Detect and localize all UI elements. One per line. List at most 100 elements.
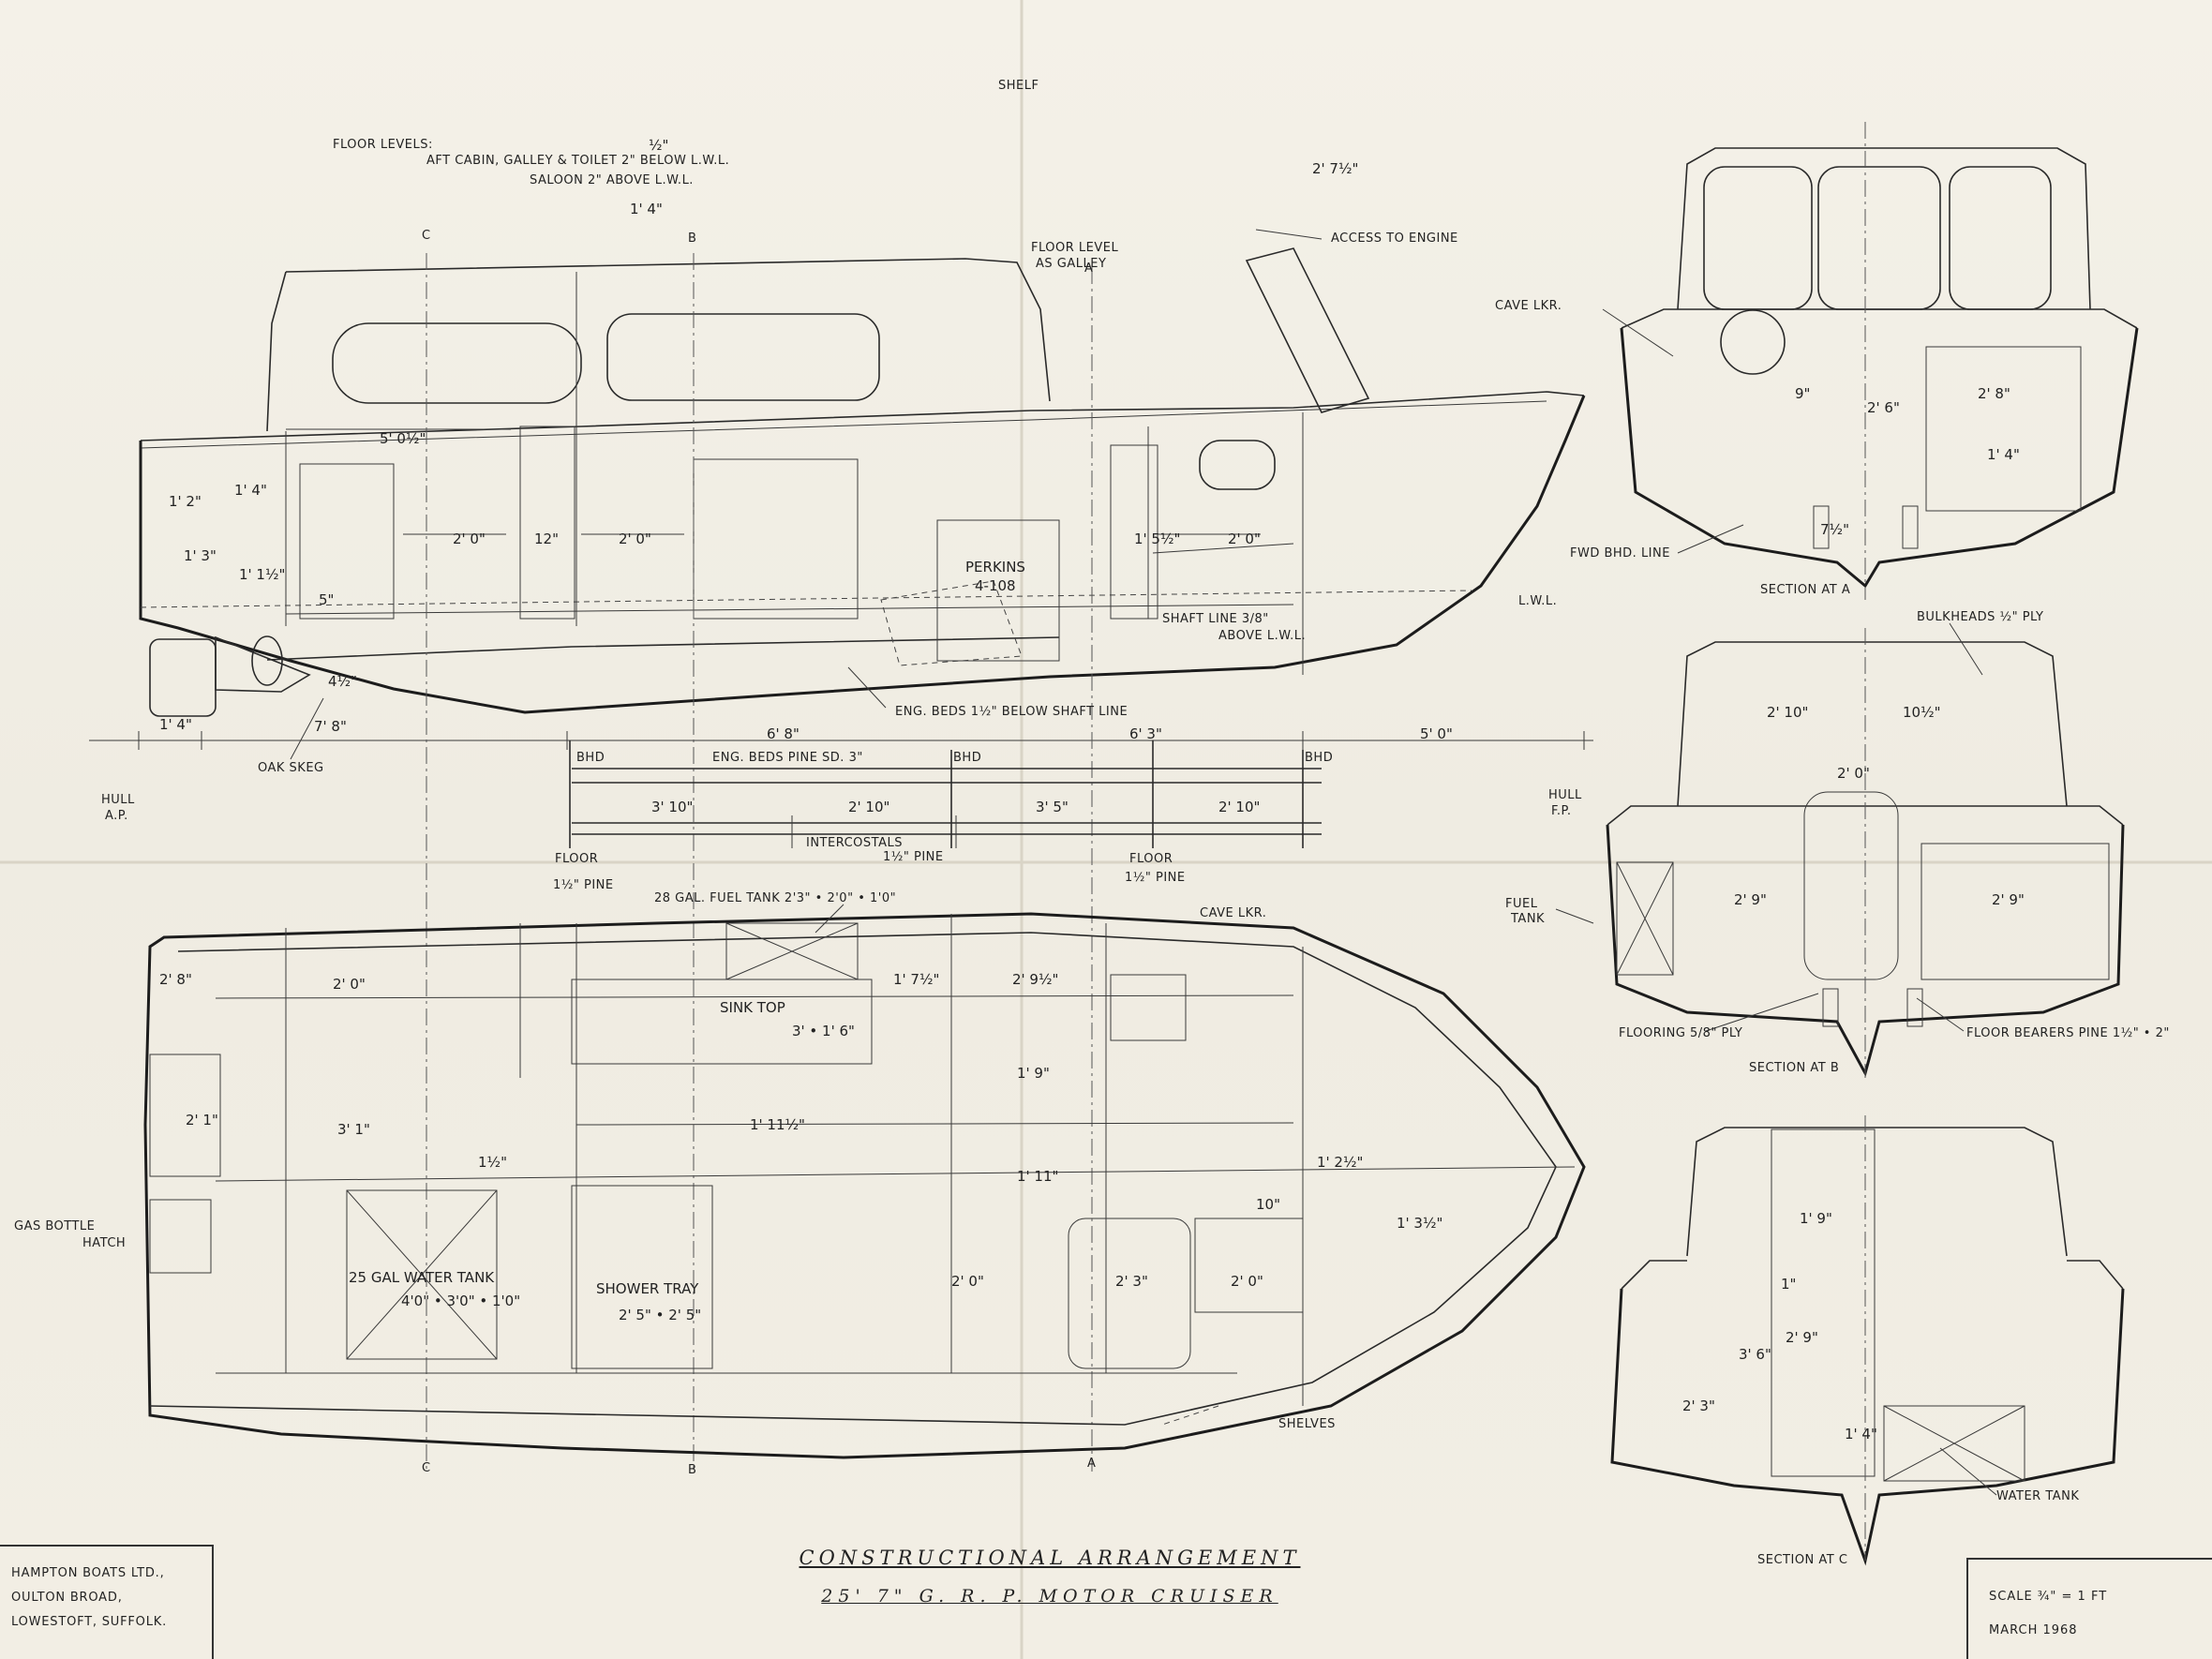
dim-1-5half: 1' 5½" [1134, 531, 1180, 547]
section-c [1610, 1115, 2125, 1566]
section-a-label: SECTION AT A [1760, 583, 1850, 597]
shaft-line [266, 636, 1060, 661]
sb-dim-2-9: 2' 9" [1734, 891, 1767, 908]
fuel-tank-28-label: 28 GAL. FUEL TANK 2'3" • 2'0" • 1'0" [654, 891, 896, 905]
section-b-bearer-1 [1822, 988, 1839, 1027]
dim-1-4-top: 1' 4" [630, 201, 663, 217]
sb-dim-2-9b: 2' 9" [1992, 891, 2025, 908]
leader-lines [290, 229, 1997, 1496]
section-c-deck [1621, 1260, 2124, 1290]
centreline [215, 1166, 1576, 1182]
section-a-wheelhouse [1677, 147, 2091, 310]
lwl-label: L.W.L. [1518, 594, 1557, 608]
floor-bearers-label: FLOOR BEARERS PINE 1½" • 2" [1966, 1026, 2170, 1040]
aft-berth [299, 463, 395, 620]
hull-plan-outline [143, 912, 1586, 1459]
plan-dim-2-0: 2' 0" [333, 976, 366, 993]
section-a-hull [1620, 327, 2139, 589]
section-a-berth [1925, 346, 2082, 512]
gas-bottle-hatch-box [149, 1199, 212, 1274]
cabin-window-aft [332, 322, 582, 404]
sc-dim-1-4: 1' 4" [1845, 1426, 1877, 1442]
section-b [1606, 628, 2125, 1078]
shower-tray-label-1: SHOWER TRAY [596, 1280, 699, 1297]
builder-address-1: OULTON BROAD, [11, 1591, 123, 1605]
dim-1-4-bot: 1' 4" [159, 716, 192, 733]
cave-lkr-label: CAVE LKR. [1200, 906, 1266, 920]
porthole [1199, 440, 1276, 490]
scale-text: SCALE ¾" = 1 FT [1989, 1590, 2108, 1604]
oak-skeg-shape [215, 635, 311, 693]
galley-unit [693, 458, 859, 620]
mark-c-top: C [422, 229, 431, 243]
plan-dim-2-8: 2' 8" [159, 971, 192, 988]
plan-dim-1-11: 1' 11" [1017, 1168, 1058, 1185]
section-a-window-2 [1817, 166, 1941, 310]
dim-half: ½" [649, 137, 668, 154]
forward-hatch [1245, 247, 1370, 413]
leader-access-engine [1255, 229, 1323, 240]
fwd-locker [1110, 974, 1187, 1041]
dim-1-2: 1' 2" [169, 493, 202, 510]
floor-levels-line1: AFT CABIN, GALLEY & TOILET 2" BELOW L.W.… [426, 154, 729, 168]
floor-label-2: FLOOR [1129, 852, 1173, 866]
lwl-line [140, 590, 1472, 608]
drawing-subtitle: 25' 7" G. R. P. MOTOR CRUISER [821, 1586, 1278, 1607]
fwd-bhd-line-label: FWD BHD. LINE [1570, 546, 1670, 560]
intercostals-label: INTERCOSTALS [806, 836, 903, 850]
dim-2-0-b: 2' 0" [619, 531, 651, 547]
floor-level-label-1: FLOOR LEVEL [1031, 241, 1118, 255]
eng-beds-pine-label: ENG. BEDS PINE SD. 3" [712, 751, 863, 765]
sa-dim-1-4: 1' 4" [1987, 446, 2020, 463]
section-a-bearer-2 [1902, 505, 1919, 549]
access-to-engine-label: ACCESS TO ENGINE [1331, 232, 1458, 246]
water-tank-cross [346, 1189, 498, 1360]
water-tank-label: WATER TANK [1996, 1489, 2079, 1503]
floor-label-1: FLOOR [555, 852, 598, 866]
section-cut-lines [426, 253, 1093, 1472]
plan-dim-10: 10" [1256, 1196, 1280, 1213]
plan-dim-2-9half: 2' 9½" [1012, 971, 1058, 988]
bhd-label-2: BHD [953, 751, 981, 765]
sb-dim-2-0: 2' 0" [1837, 765, 1870, 782]
builder-address-2: LOWESTOFT, SUFFOLK. [11, 1615, 168, 1629]
shower-tray-box [571, 1185, 713, 1369]
oak-skeg-label: OAK SKEG [258, 761, 324, 775]
forward-berth-top [1152, 543, 1294, 554]
dim-6-8: 6' 8" [767, 725, 800, 742]
builder-block: HAMPTON BOATS LTD., OULTON BROAD, LOWEST… [0, 1545, 214, 1659]
builder-name: HAMPTON BOATS LTD., [11, 1566, 165, 1580]
leader-eng-beds [847, 666, 887, 709]
sa-dim-7half: 7½" [1820, 521, 1849, 538]
section-b-label: SECTION AT B [1749, 1061, 1839, 1075]
hull-ap-label-2: A.P. [105, 809, 128, 823]
water-tank-box [346, 1189, 498, 1360]
sb-dim-2-10: 2' 10" [1767, 704, 1808, 721]
scale-block: SCALE ¾" = 1 FT MARCH 1968 [1966, 1558, 2212, 1659]
section-c-water-tank-cross [1883, 1405, 2025, 1482]
floor-level-label-2: AS GALLEY [1036, 257, 1106, 271]
deck-edge-plan [149, 932, 1557, 1426]
dim-12: 12" [534, 531, 559, 547]
flooring-ply-label: FLOORING 5/8" PLY [1619, 1026, 1742, 1040]
eng-beds-label: ENG. BEDS 1½" BELOW SHAFT LINE [895, 705, 1128, 719]
section-b-cabin [1677, 641, 2068, 807]
section-a-bearer-1 [1813, 505, 1830, 549]
aft-wardrobe [519, 426, 575, 620]
shaft-line-label-2: ABOVE L.W.L. [1218, 629, 1306, 643]
drawing-title: CONSTRUCTIONAL ARRANGEMENT [799, 1547, 1301, 1569]
hull-fp-label-2: F.P. [1551, 804, 1571, 818]
plan-dim-1-3half: 1' 3½" [1397, 1215, 1442, 1232]
sc-dim-3-6: 3' 6" [1739, 1346, 1771, 1363]
plan-dim-1-9: 1' 9" [1017, 1065, 1050, 1082]
cabin-window-fwd [606, 313, 880, 401]
hull-profile [139, 395, 1586, 714]
plan-dim-2-0-c: 2' 0" [1231, 1273, 1263, 1290]
leader-cave-lkr [1602, 308, 1674, 357]
section-b-bulkhead-door [1803, 791, 1899, 980]
rudder [149, 638, 217, 717]
section-c-hull [1610, 1288, 2125, 1566]
keel-schedule [569, 740, 1322, 848]
dim-5-0half: 5' 0½" [380, 430, 426, 447]
dim-1-4: 1' 4" [234, 482, 267, 499]
